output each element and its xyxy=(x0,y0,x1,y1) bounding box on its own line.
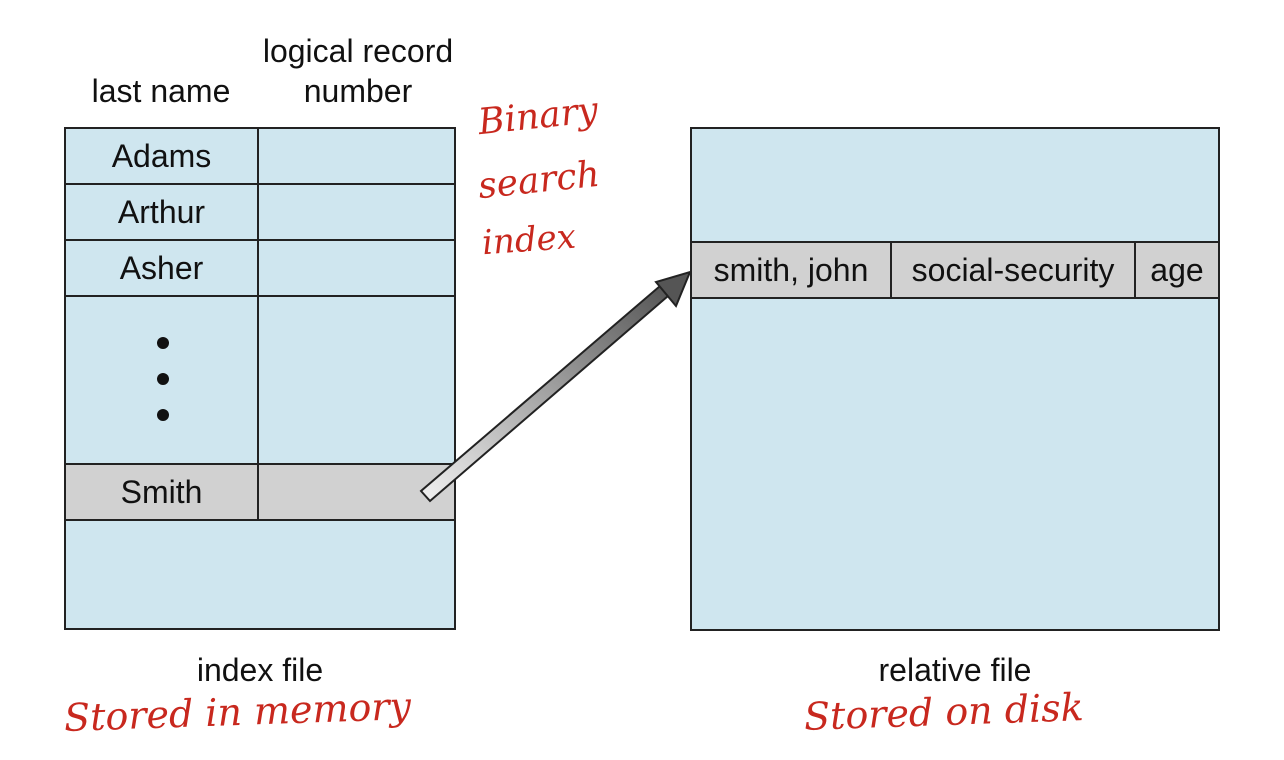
record-field-name: smith, john xyxy=(692,243,892,297)
index-header-logical-record-line2: number xyxy=(303,73,413,109)
index-ellipsis-row xyxy=(66,297,454,465)
record-field-social-security: social-security xyxy=(892,243,1136,297)
index-row: Asher xyxy=(66,241,454,297)
index-row-name: Smith xyxy=(66,465,259,519)
arrow-shaft xyxy=(419,284,670,503)
relative-file-box: smith, john social-security age xyxy=(690,127,1220,631)
index-row-name: Adams xyxy=(66,129,259,183)
index-row-name: Asher xyxy=(66,241,259,295)
index-header-last-name: last name xyxy=(91,73,231,109)
index-row-smith: Smith xyxy=(66,465,454,521)
index-file-caption: index file xyxy=(196,652,324,688)
ellipsis-dot xyxy=(157,373,169,385)
arrow-head xyxy=(654,270,692,308)
index-row-name: Arthur xyxy=(66,185,259,239)
ellipsis-dot xyxy=(157,409,169,421)
relative-file-caption: relative file xyxy=(878,652,1032,688)
index-ellipsis-cell xyxy=(66,297,259,463)
index-file-table: Adams Arthur Asher Smith xyxy=(64,127,456,630)
index-header-logical-record-line1: logical record xyxy=(262,33,454,69)
record-field-age: age xyxy=(1150,251,1204,288)
ellipsis-dot xyxy=(157,337,169,349)
index-row: Adams xyxy=(66,129,454,185)
relative-file-record: smith, john social-security age xyxy=(692,241,1218,299)
index-row: Arthur xyxy=(66,185,454,241)
